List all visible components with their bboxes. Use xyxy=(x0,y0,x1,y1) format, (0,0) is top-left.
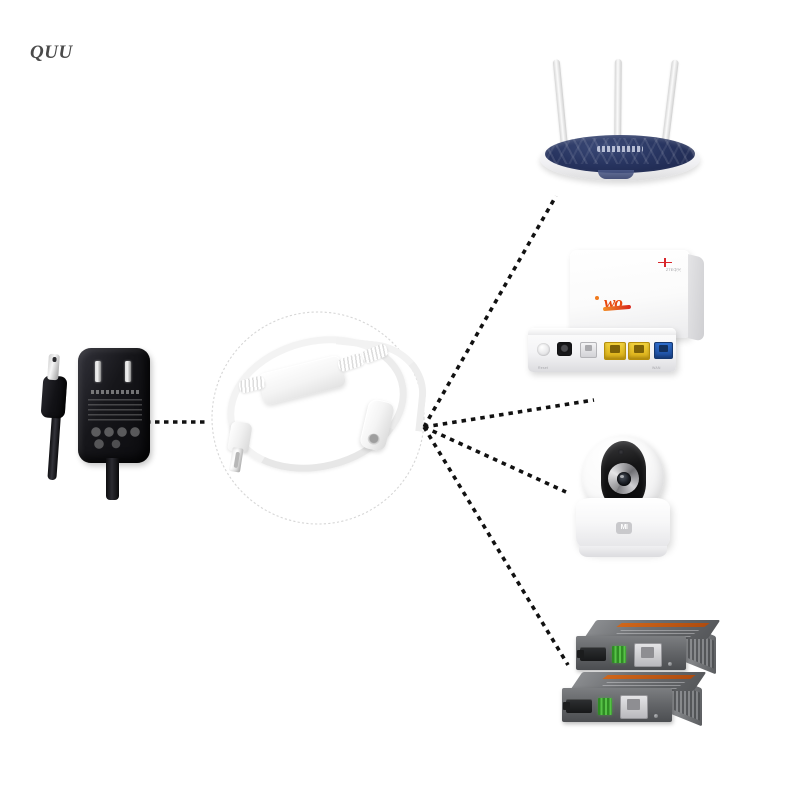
router-led-panel xyxy=(598,170,634,179)
ont-logo-swoosh-icon xyxy=(602,304,632,312)
converter-front-panel xyxy=(562,688,672,722)
male-plug-pin xyxy=(229,447,244,473)
camera-brand-logo: MI xyxy=(616,522,632,534)
link-product-to-camera xyxy=(423,425,567,494)
adapter-plug-barrel xyxy=(40,375,68,419)
adapter-spec-label xyxy=(88,399,142,421)
camera-base: MI xyxy=(576,498,670,557)
ont-carrier-logo: wo xyxy=(595,294,632,312)
adapter-cord xyxy=(106,458,119,500)
media-converter-lower xyxy=(562,672,707,727)
ont-power-button[interactable] xyxy=(537,343,550,356)
dc-power-cable xyxy=(212,312,432,527)
wifi-router xyxy=(540,58,700,193)
adapter-certification-marks xyxy=(89,426,141,450)
power-adapter xyxy=(36,348,151,500)
converter-rj45-port xyxy=(634,643,662,667)
adapter-prong-right xyxy=(125,361,131,382)
ont-logo-dot-icon xyxy=(595,296,599,300)
ont-brand-badge: ZTE中兴 xyxy=(647,258,681,274)
ont-brand-subtext: ZTE中兴 xyxy=(666,268,681,272)
ont-port-label-right: WAN xyxy=(652,366,661,370)
router-top-shell xyxy=(545,135,695,173)
adapter-brand-print xyxy=(91,390,139,394)
camera-lens-ring xyxy=(608,463,639,494)
watermark-text: QUU xyxy=(30,42,73,63)
converter-sc-fiber-port xyxy=(577,647,606,661)
converter-rj45-port xyxy=(620,695,648,719)
camera-lens-icon xyxy=(617,472,631,486)
ont-port-label-left: Reset xyxy=(538,366,549,370)
converter-screw xyxy=(654,714,658,718)
converter-sc-fiber-port xyxy=(563,699,592,713)
ont-side-panel xyxy=(688,254,704,342)
camera-ir-sensor-icon xyxy=(618,449,624,455)
ont-back-panel: Reset WAN xyxy=(528,328,676,372)
ont-back-rim xyxy=(528,328,676,335)
camera-foot xyxy=(579,546,667,557)
converter-status-leds xyxy=(598,698,612,715)
security-camera: MI xyxy=(568,436,678,560)
ont-front-view: ZTE中兴 wo xyxy=(570,250,704,342)
media-converter-upper xyxy=(576,620,721,675)
converter-screw xyxy=(668,662,672,666)
ont-lan-port-2 xyxy=(628,342,650,360)
ont-wan-port xyxy=(654,342,673,359)
link-product-to-converters xyxy=(422,426,570,666)
media-converters xyxy=(548,612,728,740)
ont-modem: ZTE中兴 wo Reset WAN xyxy=(528,250,704,382)
ont-dc-power-port xyxy=(557,342,572,356)
converter-front-panel xyxy=(576,636,686,670)
adapter-prong-left xyxy=(95,361,101,382)
link-product-to-ont xyxy=(423,398,595,429)
ont-telephone-port xyxy=(580,342,597,358)
ont-lan-port-1 xyxy=(604,342,626,360)
adapter-body xyxy=(78,348,150,463)
adapter-dc-plug-tip xyxy=(47,353,60,381)
ont-brand-mark-icon xyxy=(658,258,672,267)
converter-status-leds xyxy=(612,646,626,663)
converter-top-stripe xyxy=(602,675,696,679)
converter-top-stripe xyxy=(616,623,710,627)
